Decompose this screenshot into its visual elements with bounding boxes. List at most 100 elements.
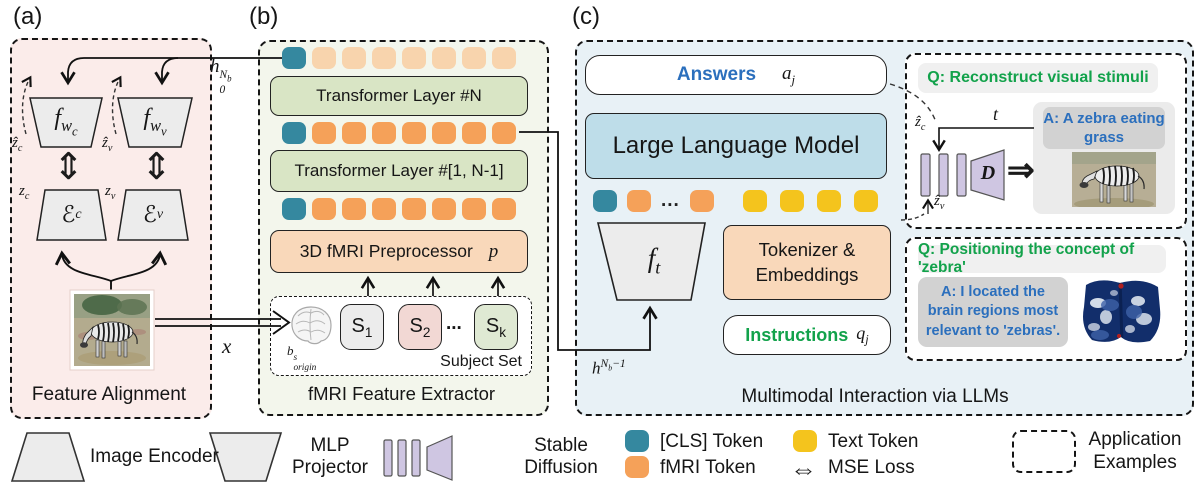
subject-1-box: S1 bbox=[340, 304, 384, 350]
panel-a-caption: Feature Alignment bbox=[31, 384, 187, 405]
legend-image-encoder-label: Image Encoder bbox=[90, 446, 219, 467]
text-token bbox=[780, 190, 804, 212]
cls-token bbox=[593, 190, 617, 212]
example-zhat-c-label: ẑc bbox=[915, 114, 926, 133]
legend-application-examples-label: Application Examples bbox=[1088, 429, 1182, 473]
fmri-token bbox=[402, 198, 426, 220]
x-label: x bbox=[222, 334, 232, 358]
answers-variable: aj bbox=[782, 62, 796, 87]
panel-a-tag: (a) bbox=[13, 3, 43, 30]
legend-stable-diffusion-label: Stable Diffusion bbox=[524, 435, 598, 478]
fmri-token bbox=[432, 122, 456, 144]
projector-t-label: ft bbox=[647, 243, 661, 278]
transformer-layer-n-box: Transformer Layer #N bbox=[270, 76, 528, 116]
subject-ellipsis: ... bbox=[446, 313, 462, 334]
fmri-faded-token bbox=[492, 47, 516, 69]
fmri-faded-token bbox=[402, 47, 426, 69]
reconstruction-question-banner: Q: Reconstruct visual stimuli bbox=[918, 63, 1158, 93]
text-token bbox=[854, 190, 878, 212]
fmri-token bbox=[402, 122, 426, 144]
legend-mse-loss-arrow: ⇔ bbox=[790, 454, 817, 484]
stable-diffusion-icon bbox=[920, 149, 1005, 201]
cls-token bbox=[282, 122, 306, 144]
fmri-faded-token bbox=[462, 47, 486, 69]
transformer-layer-range-box: Transformer Layer #[1, N-1] bbox=[270, 150, 528, 192]
positioning-question-banner: Q: Positioning the concept of 'zebra' bbox=[918, 241, 1166, 276]
caption-t-to-diffusion-arrow bbox=[932, 127, 1034, 153]
mse-loss-arrow-v: ⇕ bbox=[141, 146, 173, 187]
legend-fmri-token-swatch bbox=[625, 456, 649, 478]
h-input-label: hNb−1 bbox=[592, 357, 626, 378]
z-v-label: zv bbox=[105, 183, 116, 202]
tokenizer-box: Tokenizer & Embeddings bbox=[723, 225, 891, 300]
projector-v-label: fwv bbox=[143, 105, 167, 139]
z-c-label: zc bbox=[19, 183, 30, 202]
fmri-token bbox=[342, 122, 366, 144]
mlp-projector-v-shape bbox=[117, 97, 193, 148]
example-zhat-v-label: ẑv bbox=[934, 193, 945, 212]
llm-box: Large Language Model bbox=[585, 113, 887, 179]
legend-image-encoder-shape bbox=[10, 432, 86, 482]
instructions-label: Instructions bbox=[745, 324, 849, 345]
fmri-token bbox=[312, 122, 336, 144]
panel-b-caption: fMRI Feature Extractor bbox=[307, 383, 496, 404]
fmri-token bbox=[342, 198, 366, 220]
legend-mlp-projector-label: MLP Projector bbox=[291, 435, 369, 478]
instructions-box: Instructions qj bbox=[723, 315, 891, 355]
reconstruction-answer-text: A: A zebra eating grass bbox=[1043, 107, 1165, 149]
token-row-output bbox=[282, 47, 516, 69]
zhat-dashed-arrows bbox=[21, 75, 122, 135]
x-double-arrow bbox=[155, 310, 291, 335]
subject-to-preprocessor-arrows bbox=[360, 275, 506, 296]
mlp-projector-t-shape bbox=[596, 222, 706, 301]
answers-box: Answers aj bbox=[585, 55, 887, 95]
subject-2-box: S2 bbox=[398, 304, 442, 350]
zhat-v-input-arrow bbox=[900, 198, 934, 221]
zebra-to-encoders-arrows bbox=[54, 250, 168, 293]
fmri-token bbox=[627, 190, 651, 212]
brain-icon bbox=[291, 306, 332, 345]
legend-text-token-swatch bbox=[793, 430, 817, 452]
subject-set-label: Subject Set bbox=[440, 353, 522, 370]
zhat-v-label: ẑv bbox=[102, 135, 113, 154]
fmri-faded-token bbox=[432, 47, 456, 69]
instructions-variable: qj bbox=[856, 322, 869, 347]
positioning-answer-text: A: I located the brain regions most rele… bbox=[918, 277, 1068, 347]
fmri-token bbox=[492, 122, 516, 144]
diffusion-decoder-label: D bbox=[980, 162, 996, 184]
projector-c-label: fwc bbox=[54, 105, 78, 139]
brain-activation-map-image bbox=[1083, 280, 1161, 343]
fmri-token bbox=[372, 122, 396, 144]
hidden-state-feedback-line bbox=[60, 57, 282, 86]
cls-token bbox=[282, 198, 306, 220]
token-row-middle bbox=[282, 122, 516, 144]
legend-cls-token-swatch bbox=[625, 430, 649, 452]
mse-loss-arrow-c: ⇕ bbox=[53, 146, 85, 187]
image-encoder-c-shape bbox=[36, 189, 107, 241]
legend-cls-token-label: [CLS] Token bbox=[660, 431, 764, 452]
implies-arrow: ⇒ bbox=[1007, 151, 1035, 188]
panel-c-caption: Multimodal Interaction via LLMs bbox=[741, 386, 1009, 407]
fmri-token bbox=[312, 198, 336, 220]
text-token bbox=[743, 190, 767, 212]
panel-c-tag: (c) bbox=[572, 3, 600, 30]
token-row-llm-text bbox=[743, 190, 878, 212]
fmri-token bbox=[689, 190, 714, 212]
text-token bbox=[817, 190, 841, 212]
token-ellipsis: ... bbox=[661, 190, 680, 211]
legend-text-token-label: Text Token bbox=[828, 431, 919, 452]
legend-fmri-token-label: fMRI Token bbox=[660, 457, 756, 478]
fmri-token bbox=[462, 122, 486, 144]
fmri-token bbox=[372, 198, 396, 220]
legend-mlp-projector-shape bbox=[208, 432, 283, 482]
fmri-token bbox=[492, 198, 516, 220]
caption-t-label: t bbox=[993, 104, 999, 124]
subject-k-box: Sk bbox=[474, 304, 518, 350]
fmri-token bbox=[432, 198, 456, 220]
legend-application-examples-swatch bbox=[1012, 430, 1076, 473]
